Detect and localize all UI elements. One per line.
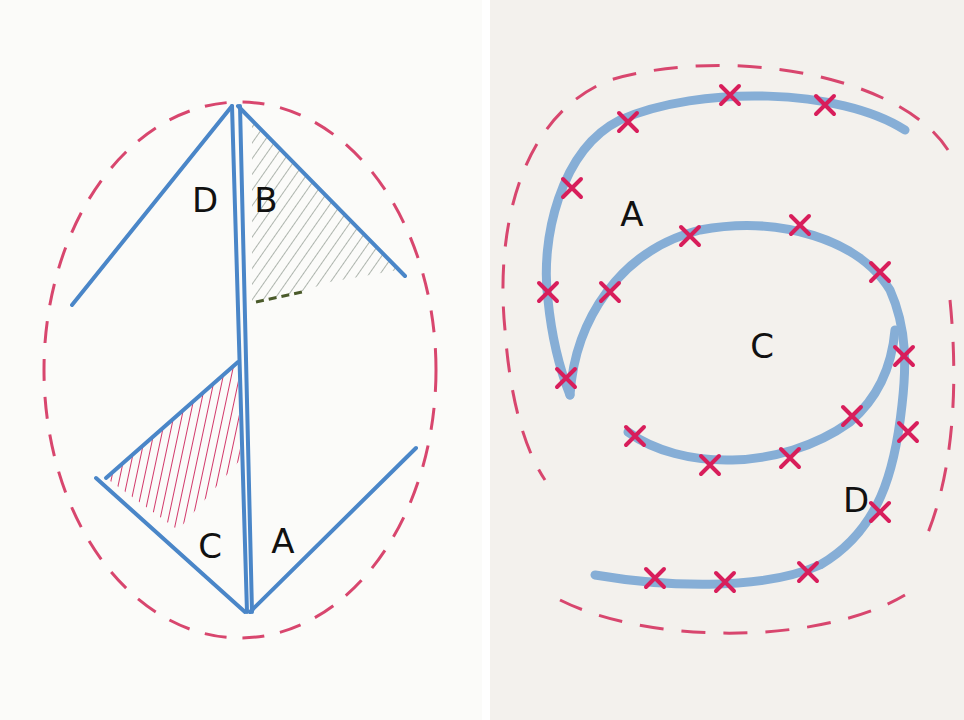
region-letter: D	[843, 483, 869, 517]
hatch-edge	[256, 292, 302, 302]
grey-hatch	[252, 122, 398, 302]
right-panel	[490, 0, 964, 720]
x-marks	[539, 86, 917, 591]
left-panel	[0, 0, 482, 720]
region-letter: A	[271, 524, 294, 558]
region-letter: B	[254, 183, 277, 217]
region-letter: D	[192, 183, 218, 217]
region-letter: C	[750, 329, 774, 363]
dashed-ellipse	[44, 102, 436, 638]
blue-lines	[72, 106, 416, 612]
dashed-arcs	[503, 65, 954, 633]
region-letter: A	[620, 197, 643, 231]
region-letter: C	[198, 529, 222, 563]
spiral	[546, 96, 905, 584]
